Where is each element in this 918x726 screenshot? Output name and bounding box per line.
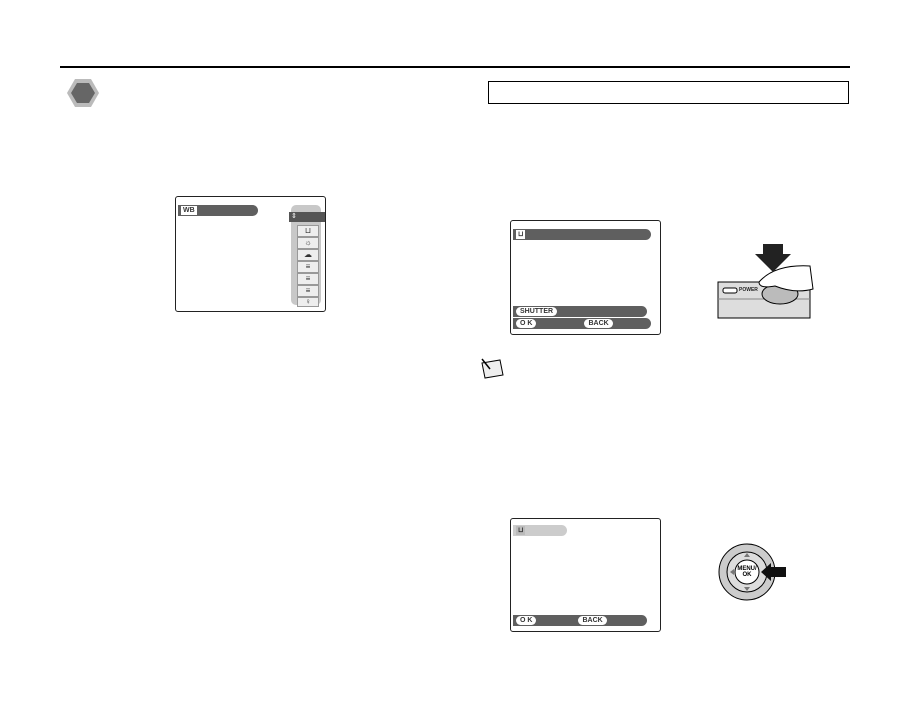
- shutter-button-label[interactable]: SHUTTER: [516, 307, 558, 316]
- shade-icon[interactable]: ☁: [297, 249, 319, 261]
- ok-back-bar: O K BACK: [513, 318, 651, 329]
- custom-wb-icon[interactable]: ⊔: [297, 225, 319, 237]
- wb-menu-screen: WB ⇕ ⊔ ☼ ☁ ≡ ≡ ≡ ♀: [175, 196, 326, 312]
- hexagon-icon: [67, 79, 99, 107]
- fluorescent-2-icon[interactable]: ≡: [297, 273, 319, 285]
- scroll-arrows-icon[interactable]: ⇕: [289, 212, 325, 222]
- shutter-press-illustration: [717, 244, 814, 319]
- wb-title-bar: WB: [178, 205, 258, 216]
- custom-confirm-screen: ⊔ O K BACK: [510, 518, 661, 632]
- custom-wb-screen: ⊔ SHUTTER O K BACK: [510, 220, 661, 335]
- confirm-title-bar: ⊔: [513, 525, 567, 536]
- menu-ok-label[interactable]: MENU/OK: [737, 566, 757, 578]
- power-label: POWER: [739, 287, 758, 293]
- section-header-box: [488, 81, 849, 104]
- sun-icon[interactable]: ☼: [297, 237, 319, 249]
- fluorescent-1-icon[interactable]: ≡: [297, 261, 319, 273]
- ok-button-label[interactable]: O K: [516, 319, 537, 328]
- top-rule: [60, 66, 850, 68]
- wb-options-column: ⇕ ⊔ ☼ ☁ ≡ ≡ ≡ ♀: [289, 205, 325, 307]
- shutter-bar: SHUTTER: [513, 306, 647, 317]
- ok-back-bar: O K BACK: [513, 615, 647, 626]
- custom-wb-icon: ⊔: [516, 526, 526, 535]
- ok-button-label[interactable]: O K: [516, 616, 537, 625]
- wb-icon: WB: [181, 206, 197, 215]
- fluorescent-3-icon[interactable]: ≡: [297, 285, 319, 297]
- memo-icon: [481, 358, 504, 379]
- back-button-label[interactable]: BACK: [584, 319, 613, 328]
- menu-ok-dial-illustration: [718, 543, 786, 601]
- incandescent-icon[interactable]: ♀: [297, 297, 319, 307]
- back-button-label[interactable]: BACK: [578, 616, 607, 625]
- custom-title-bar: ⊔: [513, 229, 651, 240]
- custom-wb-icon: ⊔: [516, 230, 526, 239]
